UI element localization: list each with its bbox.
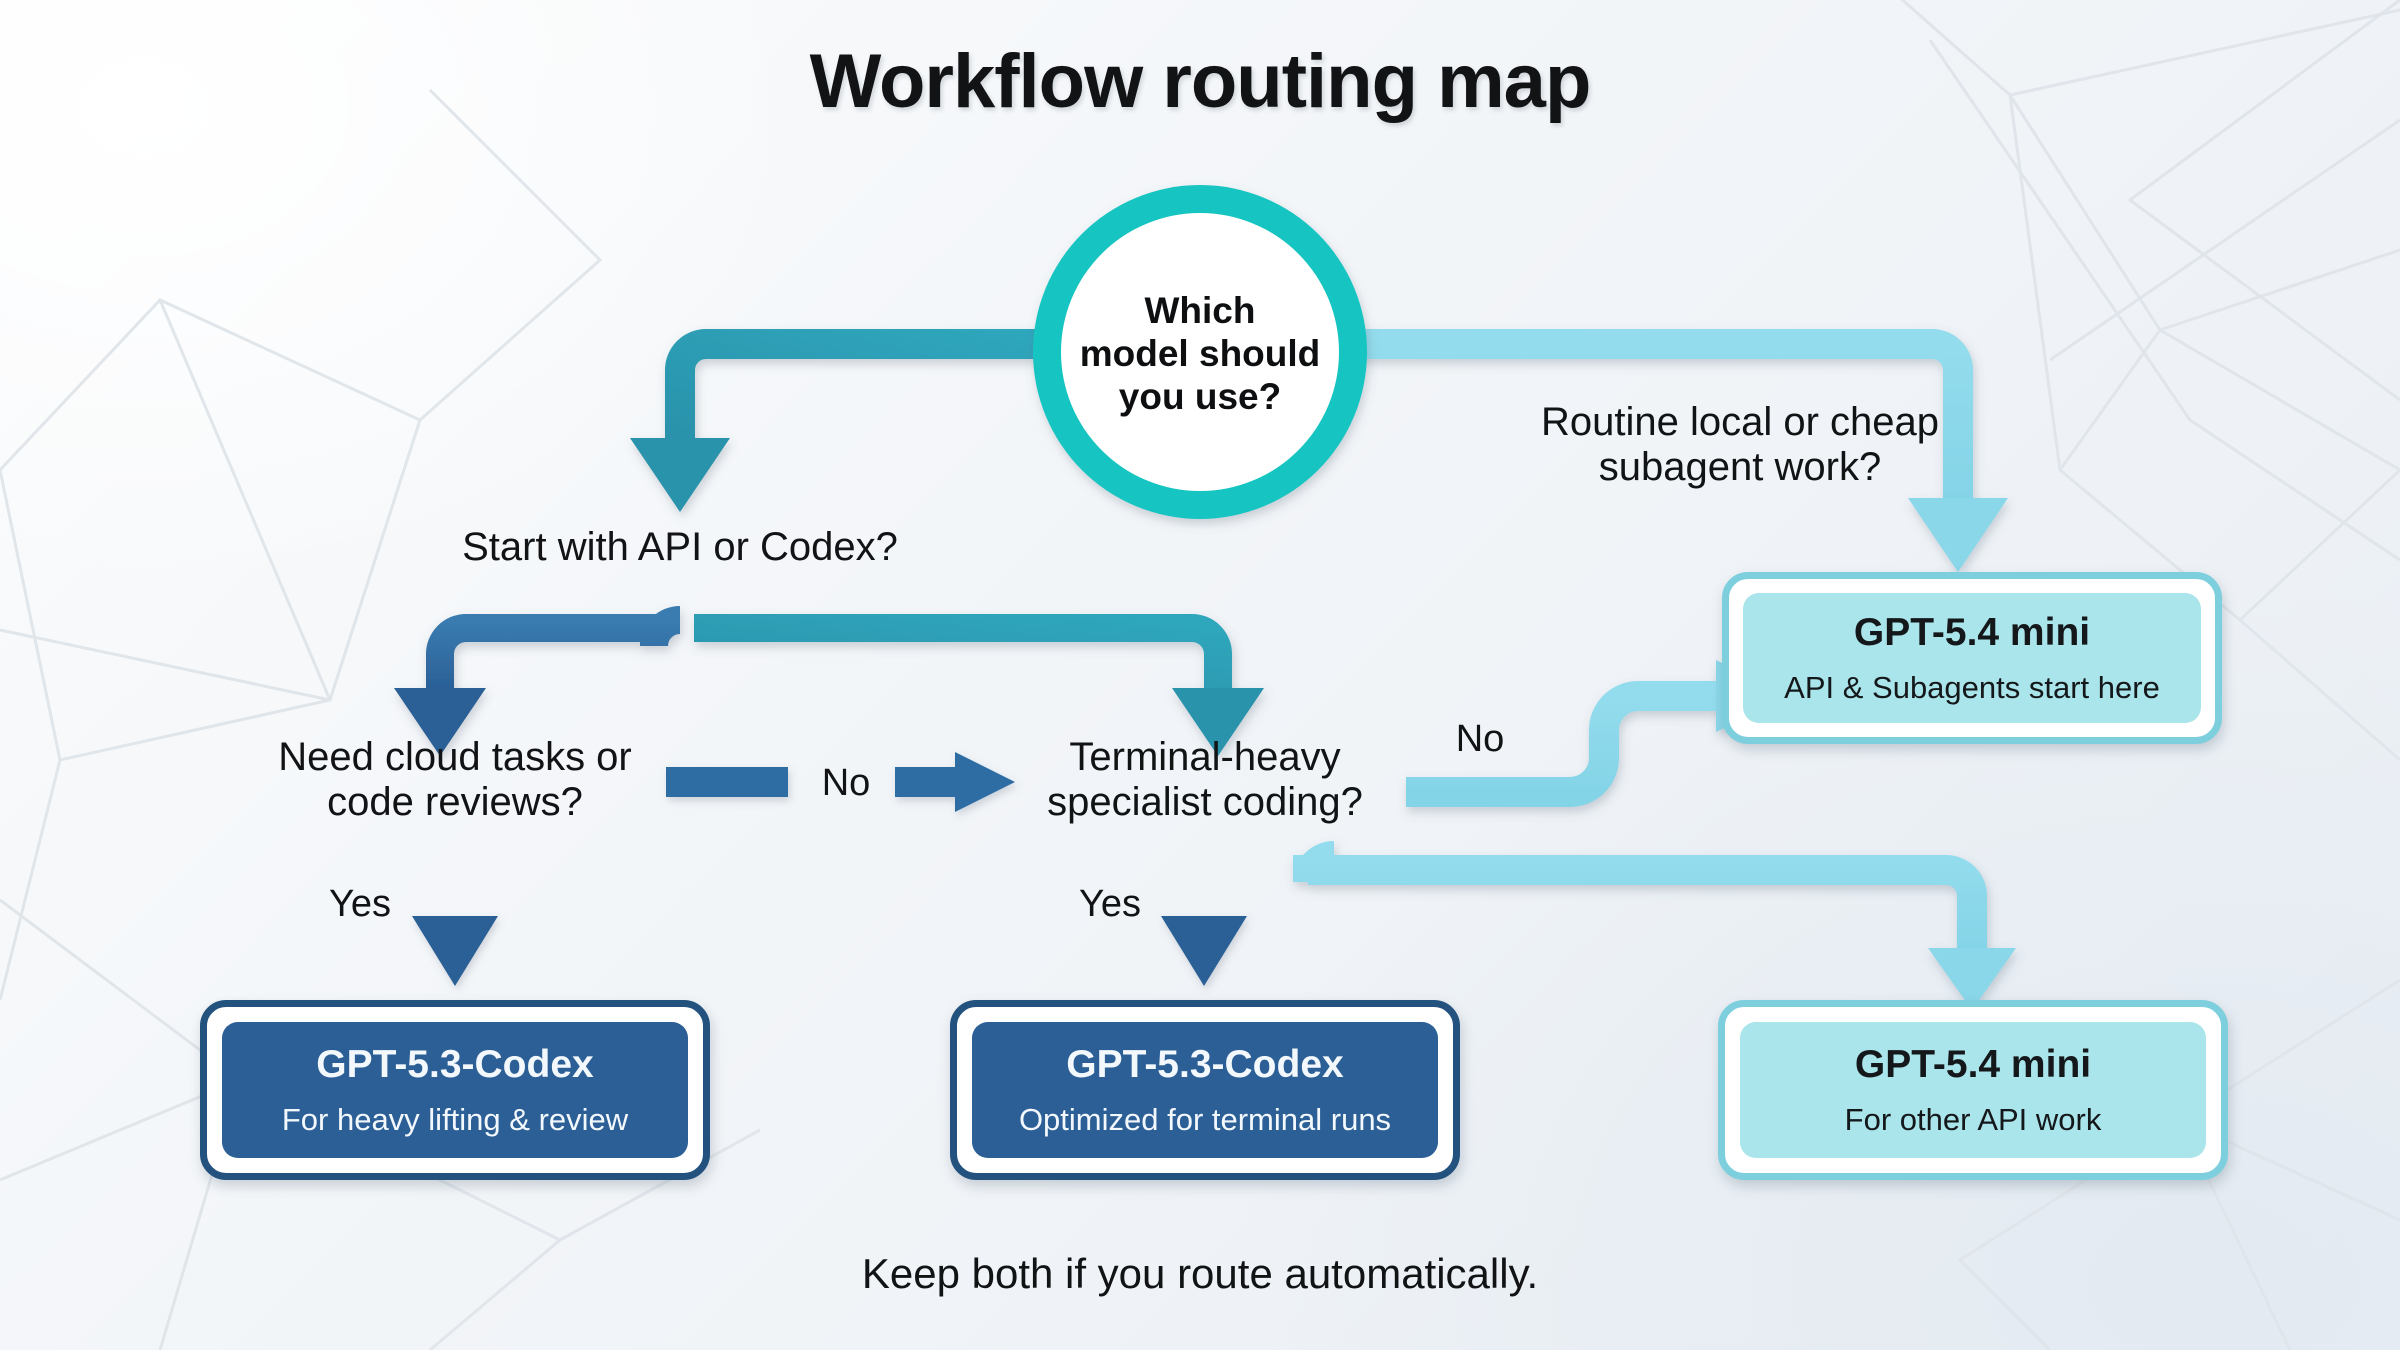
edge-label-no-right: No: [1455, 718, 1505, 760]
decision-cloud-line-1: Need cloud tasks or: [278, 735, 632, 779]
root-decision-line-1: Which: [1144, 290, 1256, 331]
root-decision-label: Which model should you use?: [1050, 290, 1350, 419]
decision-terminal-line-1: Terminal-heavy: [1069, 735, 1341, 779]
card-terminal-title: GPT-5.3-Codex: [1066, 1043, 1344, 1086]
decision-start-line-1: Start with API or Codex?: [462, 525, 898, 569]
edge-label-yes-left: Yes: [329, 883, 391, 925]
decision-start-api-or-codex: Start with API or Codex?: [330, 525, 1030, 570]
card-terminal-subtitle: Optimized for terminal runs: [1018, 1102, 1392, 1137]
decision-routine-line-2: subagent work?: [1598, 444, 1882, 489]
decision-cloud-line-2: code reviews?: [327, 779, 583, 824]
card-api-fill: [1743, 593, 2201, 723]
root-decision-line-2: model should: [1079, 332, 1321, 374]
decision-routine-local: Routine local or cheap subagent work?: [1380, 400, 2100, 490]
card-gpt-53-codex-terminal[interactable]: GPT-5.3-Codex Optimized for terminal run…: [950, 1000, 1460, 1180]
card-api-title: GPT-5.4 mini: [1853, 611, 2091, 654]
page-title: Workflow routing map: [809, 39, 1592, 124]
card-other-subtitle: For other API work: [1844, 1102, 2102, 1137]
card-api-subtitle: API & Subagents start here: [1784, 670, 2160, 705]
decision-need-cloud-tasks: Need cloud tasks or code reviews?: [185, 735, 725, 825]
decision-routine-line-1: Routine local or cheap: [1540, 400, 1940, 444]
decision-terminal-heavy: Terminal-heavy specialist coding?: [1000, 735, 1410, 825]
footer-note: Keep both if you route automatically.: [861, 1250, 1539, 1297]
edge-label-no-middle: No: [821, 762, 871, 804]
edge-label-yes-middle: Yes: [1079, 883, 1141, 925]
decision-terminal-line-2: specialist coding?: [1047, 779, 1363, 824]
card-other-title: GPT-5.4 mini: [1854, 1043, 2092, 1086]
root-decision-line-3: you use?: [1118, 375, 1282, 417]
card-heavy-title: GPT-5.3-Codex: [316, 1043, 594, 1086]
card-gpt-54-mini-api[interactable]: GPT-5.4 mini API & Subagents start here: [1722, 572, 2222, 744]
card-gpt-54-mini-other[interactable]: GPT-5.4 mini For other API work: [1718, 1000, 2228, 1180]
card-heavy-subtitle: For heavy lifting & review: [281, 1102, 629, 1137]
card-terminal-fill: [972, 1022, 1438, 1158]
card-gpt-53-codex-heavy[interactable]: GPT-5.3-Codex For heavy lifting & review: [200, 1000, 710, 1180]
card-other-fill: [1740, 1022, 2206, 1158]
card-heavy-fill: [222, 1022, 688, 1158]
